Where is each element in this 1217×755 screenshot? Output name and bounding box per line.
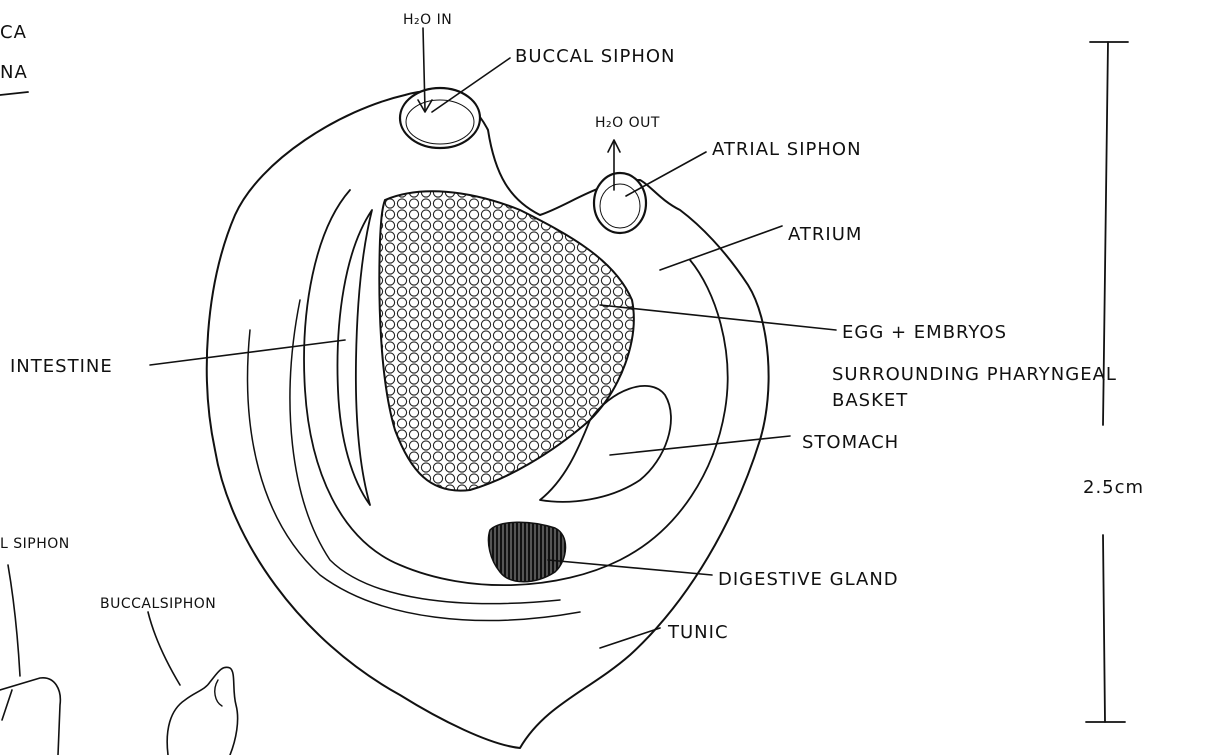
digestive-gland xyxy=(488,522,565,582)
label-atrium: ATRIUM xyxy=(788,224,862,245)
label-stomach: STOMACH xyxy=(802,432,899,453)
label-intestine: INTESTINE xyxy=(10,356,113,377)
pharyngeal-basket-eggs xyxy=(379,191,633,490)
label-scale: 2.5cm xyxy=(1083,477,1144,498)
label-atrial-siphon: ATRIAL SIPHON xyxy=(712,139,862,160)
label-h2o-in: H₂O IN xyxy=(403,12,452,28)
label-egg-embryos-1: EGG + EMBRYOS xyxy=(842,322,1007,343)
label-inset-atrial-siphon: L SIPHON xyxy=(0,536,70,552)
label-egg-embryos-3: BASKET xyxy=(832,390,908,411)
label-h2o-out: H₂O OUT xyxy=(595,115,660,131)
atrial-siphon xyxy=(594,173,646,233)
intestine-loop xyxy=(337,210,372,505)
buccal-siphon xyxy=(400,88,480,148)
corner-underline xyxy=(0,92,28,95)
label-digestive-gland: DIGESTIVE GLAND xyxy=(718,569,899,590)
inset-sketches xyxy=(0,565,238,755)
corner-label-sub: NA xyxy=(0,62,28,83)
corner-label-top: CA xyxy=(0,22,27,43)
label-inset-buccal-siphon: BUCCALSIPHON xyxy=(100,596,216,612)
label-buccal-siphon: BUCCAL SIPHON xyxy=(515,46,675,67)
label-egg-embryos-2: SURROUNDING PHARYNGEAL xyxy=(832,364,1117,385)
label-tunic: TUNIC xyxy=(667,622,729,643)
